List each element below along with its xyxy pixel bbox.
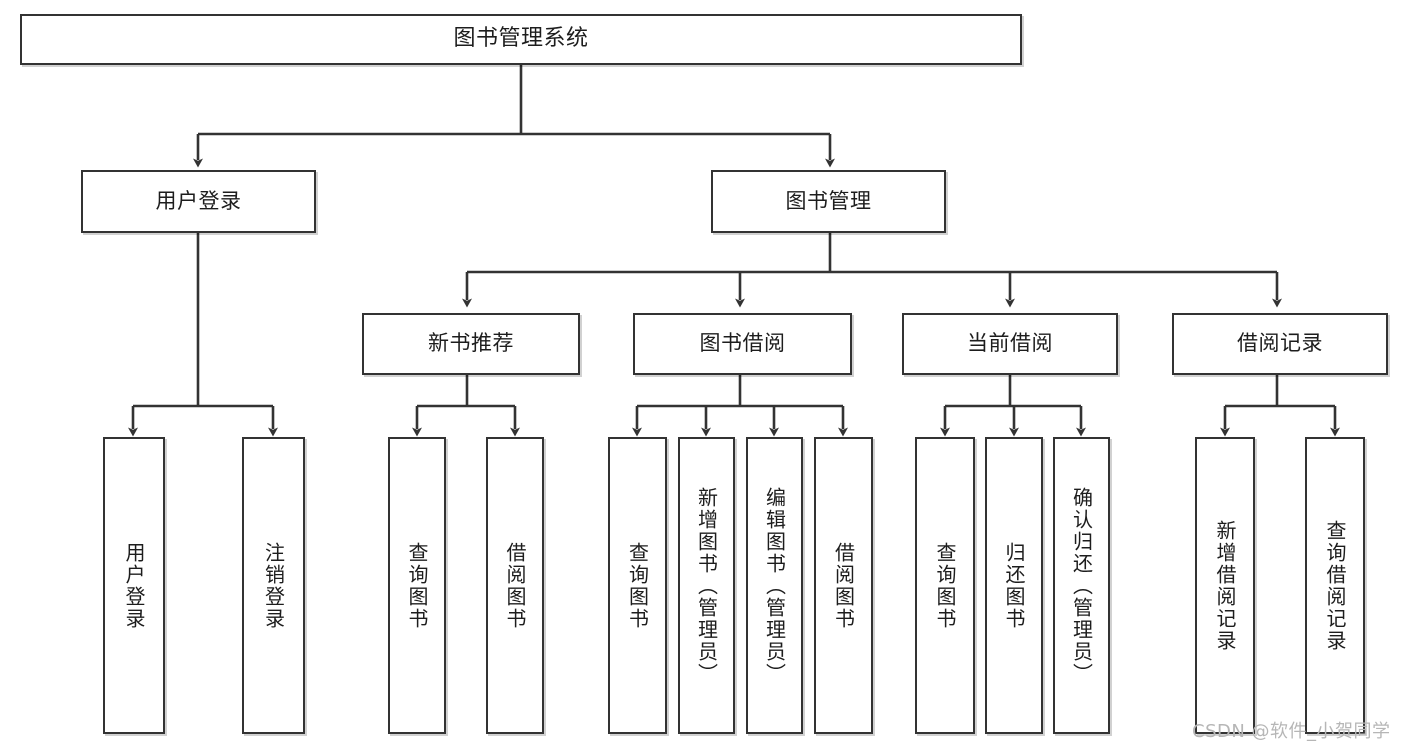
node-user-login[interactable]: 用户登录 xyxy=(81,170,316,233)
edges-record-to-leaves xyxy=(1220,375,1340,437)
leaf-query-book-borrow[interactable]: 查询图书 xyxy=(608,437,667,734)
node-current-borrow[interactable]: 当前借阅 xyxy=(902,313,1118,375)
leaf-edit-book-admin[interactable]: 编辑图书（管理员） xyxy=(746,437,803,734)
node-root-system[interactable]: 图书管理系统 xyxy=(20,14,1022,65)
leaf-return-book[interactable]: 归还图书 xyxy=(985,437,1043,734)
node-label: 注销登录 xyxy=(261,541,286,630)
leaf-query-book-current[interactable]: 查询图书 xyxy=(915,437,975,734)
node-book-borrow[interactable]: 图书借阅 xyxy=(633,313,852,375)
node-label: 图书借阅 xyxy=(699,331,786,356)
node-label: 图书管理 xyxy=(785,188,872,213)
edges-root-to-level2 xyxy=(193,65,835,168)
leaf-borrow-book-newbook[interactable]: 借阅图书 xyxy=(486,437,544,734)
node-book-management[interactable]: 图书管理 xyxy=(711,170,946,233)
node-label: 查询图书 xyxy=(405,541,429,630)
node-label: 用户登录 xyxy=(122,541,146,630)
node-label: 新增借阅记录 xyxy=(1213,519,1237,652)
leaf-user-login[interactable]: 用户登录 xyxy=(103,437,165,734)
leaf-add-borrow-record[interactable]: 新增借阅记录 xyxy=(1195,437,1255,734)
edges-userlogin-to-leaves xyxy=(128,233,278,437)
edges-bookmgmt-to-level3 xyxy=(462,233,1282,308)
node-label: 查询图书 xyxy=(625,541,650,630)
node-label: 查询借阅记录 xyxy=(1323,519,1347,652)
node-label: 确认归还（管理员） xyxy=(1069,486,1094,685)
node-label: 借阅图书 xyxy=(503,541,527,630)
node-label: 编辑图书（管理员） xyxy=(762,486,787,685)
leaf-borrow-book[interactable]: 借阅图书 xyxy=(814,437,873,734)
node-label: 借阅记录 xyxy=(1237,331,1323,356)
node-new-book-recommend[interactable]: 新书推荐 xyxy=(362,313,580,375)
leaf-query-book-newbook[interactable]: 查询图书 xyxy=(388,437,446,734)
node-label: 当前借阅 xyxy=(967,331,1053,356)
node-label: 新书推荐 xyxy=(428,331,514,356)
edges-bookborrow-to-leaves xyxy=(632,375,848,437)
node-label: 用户登录 xyxy=(155,188,242,213)
node-label: 图书管理系统 xyxy=(453,26,589,52)
node-label: 新增图书（管理员） xyxy=(694,486,719,685)
leaf-add-book-admin[interactable]: 新增图书（管理员） xyxy=(678,437,735,734)
edges-currentborrow-to-leaves xyxy=(940,375,1086,437)
edges-newbook-to-leaves xyxy=(412,375,520,437)
leaf-query-borrow-record[interactable]: 查询借阅记录 xyxy=(1305,437,1365,734)
leaf-logout-login[interactable]: 注销登录 xyxy=(242,437,305,734)
node-label: 归还图书 xyxy=(1002,541,1026,630)
leaf-confirm-return-admin[interactable]: 确认归还（管理员） xyxy=(1053,437,1110,734)
node-label: 查询图书 xyxy=(933,541,957,630)
node-borrow-record[interactable]: 借阅记录 xyxy=(1172,313,1388,375)
node-label: 借阅图书 xyxy=(831,541,856,630)
